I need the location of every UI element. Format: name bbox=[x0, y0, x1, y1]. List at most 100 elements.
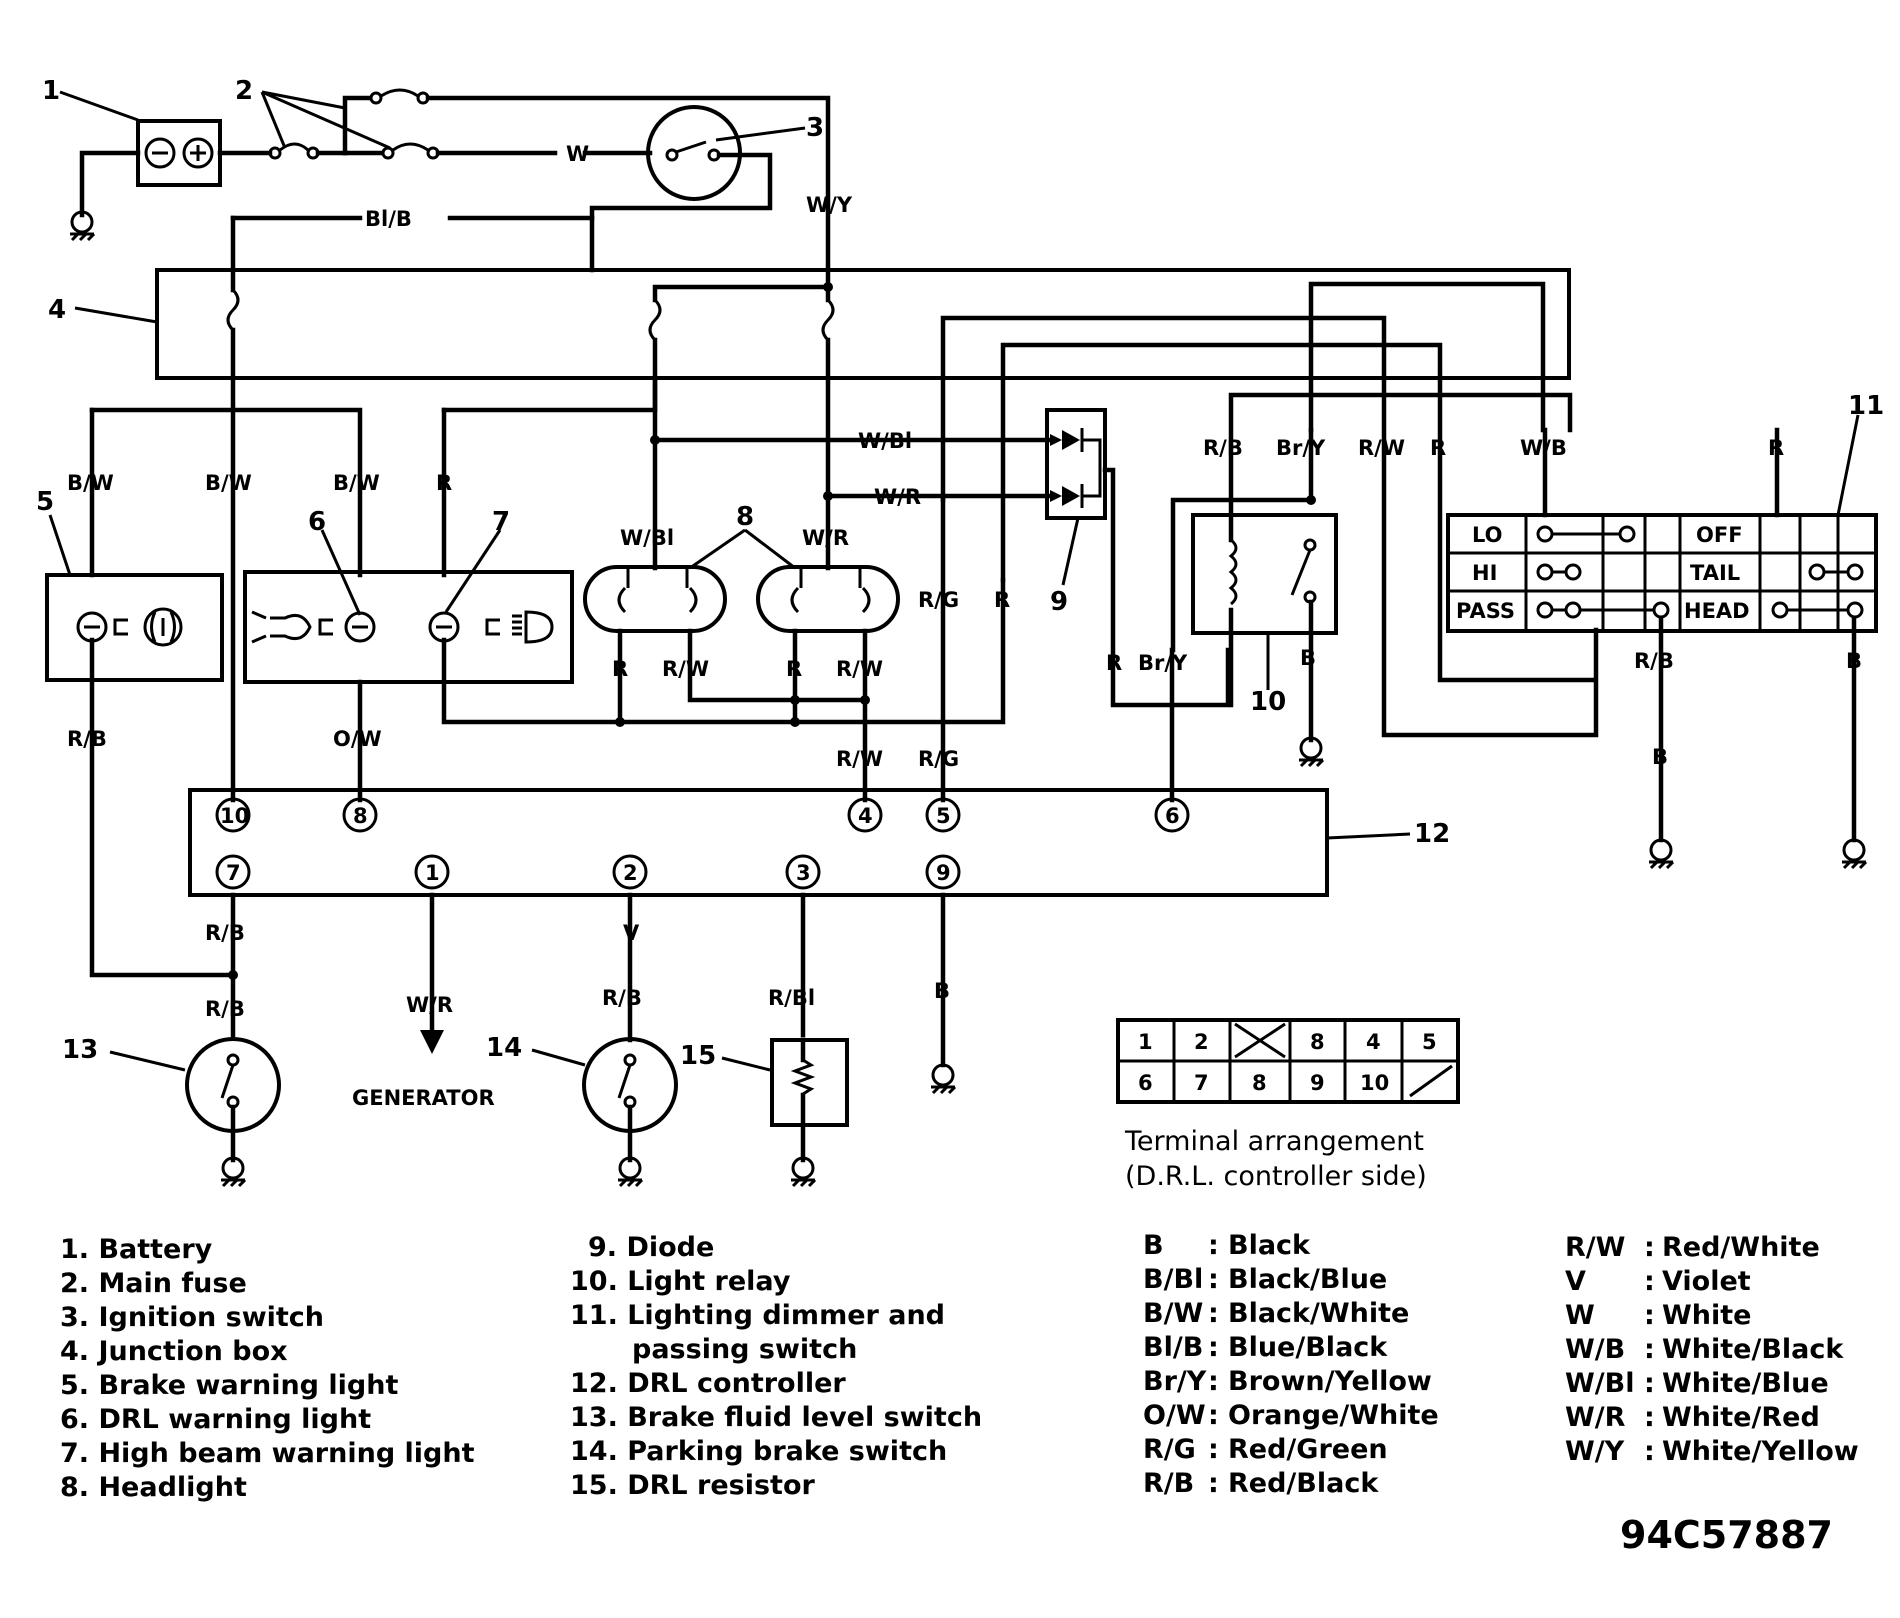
wire-label: R bbox=[612, 657, 628, 681]
legend-item: 12. DRL controller bbox=[570, 1368, 846, 1399]
wire-label: R/W bbox=[662, 657, 709, 681]
wire-label: R/B bbox=[602, 986, 642, 1010]
color-code: O/W bbox=[1143, 1400, 1206, 1431]
color-code: W/Y bbox=[1565, 1436, 1625, 1467]
component-number-10: 10 bbox=[1250, 687, 1286, 717]
color-code: V bbox=[1565, 1266, 1586, 1297]
legend-item: 9. Diode bbox=[588, 1232, 714, 1263]
component-number-11: 11 bbox=[1848, 391, 1884, 421]
grid-terminal: 5 bbox=[1422, 1030, 1437, 1054]
terminal-grid bbox=[1116, 1018, 1460, 1104]
grid-terminal: 6 bbox=[1138, 1071, 1153, 1095]
color-legend: B Black B/Bl Black/Blue B/W Black/White … bbox=[1143, 1230, 1859, 1499]
grid-terminal: 7 bbox=[1194, 1071, 1209, 1095]
color-name: Brown/Yellow bbox=[1228, 1366, 1432, 1397]
component-number-2: 2 bbox=[235, 76, 253, 106]
junction-box bbox=[155, 268, 1571, 380]
controller-terminal: 2 bbox=[623, 861, 638, 885]
color-name: Red/Green bbox=[1228, 1434, 1388, 1465]
relay-ground bbox=[1299, 736, 1325, 768]
legend-item: 14. Parking brake switch bbox=[570, 1436, 947, 1467]
color-code: W bbox=[1565, 1300, 1595, 1331]
wire-label: B bbox=[934, 979, 950, 1003]
wire-label: R/G bbox=[918, 588, 959, 612]
colon-separators: :: :: :: :: bbox=[1208, 1230, 1219, 1499]
svg-text::: : bbox=[1208, 1468, 1219, 1499]
grid-terminal: 8 bbox=[1252, 1071, 1267, 1095]
svg-text::: : bbox=[1644, 1232, 1655, 1263]
wire-label: R bbox=[436, 471, 452, 495]
controller-terminal: 3 bbox=[796, 861, 811, 885]
component-number-7: 7 bbox=[492, 507, 510, 537]
wire-label: R bbox=[1768, 436, 1784, 460]
wire-label: R/B bbox=[1203, 436, 1243, 460]
color-name: Black/Blue bbox=[1228, 1264, 1387, 1295]
svg-text::: : bbox=[1644, 1334, 1655, 1365]
color-code: B/Bl bbox=[1143, 1264, 1203, 1295]
svg-text::: : bbox=[1208, 1264, 1219, 1295]
ground-symbol bbox=[70, 210, 96, 242]
svg-text::: : bbox=[1208, 1298, 1219, 1329]
color-name: White bbox=[1662, 1300, 1751, 1331]
wire-label: R/B bbox=[205, 997, 245, 1021]
wire-label: R/W bbox=[836, 747, 883, 771]
switch-position: TAIL bbox=[1690, 561, 1740, 585]
legend-item: passing switch bbox=[632, 1334, 857, 1365]
legend-item: 3. Ignition switch bbox=[60, 1302, 324, 1333]
dimmer-switch bbox=[1446, 513, 1878, 633]
color-name: Blue/Black bbox=[1228, 1332, 1388, 1363]
color-code: R/G bbox=[1143, 1434, 1196, 1465]
legend-item: 8. Headlight bbox=[60, 1472, 247, 1503]
color-name: Orange/White bbox=[1228, 1400, 1439, 1431]
component-number-1: 1 bbox=[42, 76, 60, 106]
legend-item: 2. Main fuse bbox=[60, 1268, 247, 1299]
wire-label: B/W bbox=[67, 471, 114, 495]
colon-separators: :: :: :: : bbox=[1644, 1232, 1655, 1467]
wire-label: R bbox=[1106, 651, 1122, 675]
wire-label: W/R bbox=[874, 485, 921, 509]
wire-label: B bbox=[1652, 745, 1668, 769]
headlight-right bbox=[756, 565, 900, 633]
svg-text::: : bbox=[1208, 1434, 1219, 1465]
component-legend: 1. Battery 2. Main fuse 3. Ignition swit… bbox=[60, 1232, 982, 1503]
legend-item: 11. Lighting dimmer and bbox=[570, 1300, 945, 1331]
ground-terminal-9 bbox=[931, 1063, 957, 1095]
component-number-15: 15 bbox=[680, 1041, 716, 1071]
controller-terminal-circles bbox=[215, 797, 1190, 890]
color-name: Black bbox=[1228, 1230, 1311, 1261]
wire-label: W/R bbox=[802, 526, 849, 550]
warning-light-panel bbox=[243, 570, 574, 684]
switch-ground-1 bbox=[1649, 838, 1675, 870]
wire-label: W/R bbox=[406, 993, 453, 1017]
legend-item: 4. Junction box bbox=[60, 1336, 288, 1367]
svg-text::: : bbox=[1644, 1266, 1655, 1297]
controller-terminal: 6 bbox=[1165, 804, 1180, 828]
component-number-3: 3 bbox=[806, 113, 824, 143]
drawing-number: 94C57887 bbox=[1620, 1513, 1833, 1557]
component-number-12: 12 bbox=[1414, 819, 1450, 849]
controller-terminal: 10 bbox=[220, 804, 249, 828]
grid-terminal: 10 bbox=[1360, 1071, 1389, 1095]
svg-text::: : bbox=[1644, 1436, 1655, 1467]
controller-terminal: 4 bbox=[858, 804, 873, 828]
switch-ground-2 bbox=[1842, 838, 1868, 870]
drl-resistor bbox=[770, 1037, 849, 1188]
svg-text::: : bbox=[1644, 1300, 1655, 1331]
svg-text::: : bbox=[1208, 1366, 1219, 1397]
component-number-4: 4 bbox=[48, 295, 66, 325]
wire-label: R/B bbox=[205, 921, 245, 945]
drl-controller bbox=[188, 788, 1329, 897]
wire-label: Bl/B bbox=[365, 207, 412, 231]
switch-position: OFF bbox=[1696, 523, 1743, 547]
legend-item: 6. DRL warning light bbox=[60, 1404, 371, 1435]
legend-item: 1. Battery bbox=[60, 1234, 213, 1265]
wire-label: Br/Y bbox=[1276, 436, 1326, 460]
terminal-caption: (D.R.L. controller side) bbox=[1125, 1161, 1427, 1192]
controller-terminal: 9 bbox=[936, 861, 951, 885]
color-name: White/Black bbox=[1662, 1334, 1844, 1365]
color-name: Red/White bbox=[1662, 1232, 1820, 1263]
grid-terminal: 2 bbox=[1194, 1030, 1209, 1054]
svg-text::: : bbox=[1208, 1230, 1219, 1261]
brake-fluid-switch bbox=[185, 1037, 281, 1188]
